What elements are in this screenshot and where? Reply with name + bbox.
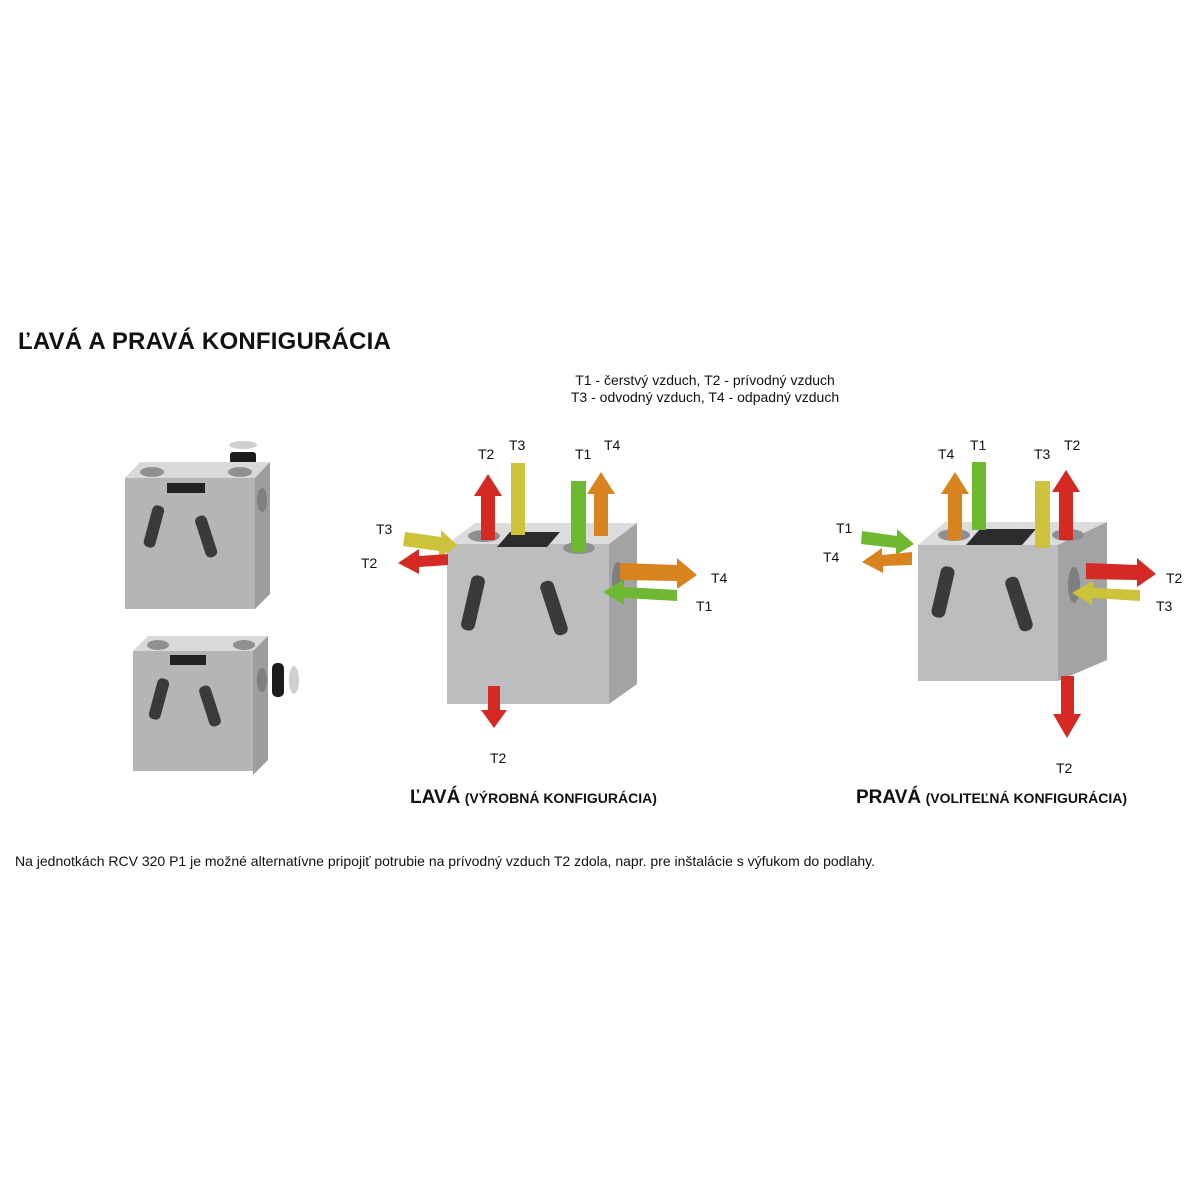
left-config-arrows: [398, 463, 697, 728]
right-config-arrows: [861, 462, 1156, 738]
label-bottom-t2: T2: [1056, 760, 1073, 776]
arrow-t3-top: [1035, 481, 1050, 548]
label-top-t2: T2: [478, 446, 495, 462]
left-config-caption: ĽAVÁ (VÝROBNÁ KONFIGURÁCIA): [410, 787, 657, 809]
label-top-t2: T2: [1064, 437, 1081, 453]
left-config-unit: [447, 523, 637, 704]
label-right-t1: T1: [696, 598, 713, 614]
arrow-t4-side: [862, 548, 912, 573]
label-top-t3: T3: [1034, 446, 1051, 462]
label-side-t4: T4: [823, 549, 840, 565]
label-right-t3: T3: [1156, 598, 1173, 614]
right-config-note: (VOLITEĽNÁ KONFIGURÁCIA): [925, 790, 1127, 806]
label-top-t1: T1: [575, 446, 592, 462]
arrow-t3-right: [1072, 581, 1140, 605]
footnote: Na jednotkách RCV 320 P1 je možné altern…: [15, 853, 876, 869]
page-title: ĽAVÁ A PRAVÁ KONFIGURÁCIA: [18, 328, 391, 355]
legend-line-2: T3 - odvodný vzduch, T4 - odpadný vzduch: [570, 389, 840, 405]
arrow-t2-top: [474, 474, 502, 540]
label-top-t1: T1: [970, 437, 987, 453]
arrow-t3-top: [511, 463, 525, 535]
duct-ring-icon: [272, 663, 284, 697]
arrow-t2-top: [1052, 470, 1080, 540]
arrow-t1-top: [972, 462, 986, 530]
left-config-note: (VÝROBNÁ KONFIGURÁCIA): [464, 790, 657, 806]
right-config-caption: PRAVÁ (VOLITEĽNÁ KONFIGURÁCIA): [856, 787, 1127, 809]
arrow-t2-bottom: [481, 686, 507, 728]
arrow-t4-top: [587, 472, 615, 536]
arrow-t1-side: [861, 529, 914, 555]
arrow-t2-bottom: [1053, 676, 1081, 738]
arrow-t3-side: [403, 530, 458, 557]
unit-small-top: [125, 441, 270, 609]
label-top-t4: T4: [938, 446, 955, 462]
unit-small-bottom: [133, 636, 299, 775]
arrow-t4-right: [620, 558, 697, 589]
right-config-name: PRAVÁ: [856, 787, 922, 808]
arrow-t2-right: [1086, 558, 1156, 587]
label-bottom-t2: T2: [490, 750, 507, 766]
label-right-t4: T4: [711, 570, 728, 586]
arrow-t1-right: [603, 580, 677, 605]
label-side-t2: T2: [361, 555, 378, 571]
label-side-t3: T3: [376, 521, 393, 537]
configuration-diagram: T2 T3 T1 T4 T3 T2 T4 T1 T2 T4 T1 T3 T2 T…: [125, 437, 1183, 776]
label-top-t3: T3: [509, 437, 526, 453]
label-top-t4: T4: [604, 437, 621, 453]
left-config-name: ĽAVÁ: [410, 787, 461, 808]
duct-cap-icon: [229, 441, 257, 449]
arrow-t1-top: [571, 481, 586, 552]
arrow-t4-top: [941, 472, 969, 540]
duct-ring-icon: [230, 452, 256, 464]
legend-line-1: T1 - čerstvý vzduch, T2 - prívodný vzduc…: [575, 372, 835, 388]
duct-cap-icon: [289, 666, 299, 694]
arrow-t2-side: [398, 549, 448, 574]
label-right-t2: T2: [1166, 570, 1183, 586]
label-side-t1: T1: [836, 520, 853, 536]
right-config-unit: [918, 522, 1107, 681]
